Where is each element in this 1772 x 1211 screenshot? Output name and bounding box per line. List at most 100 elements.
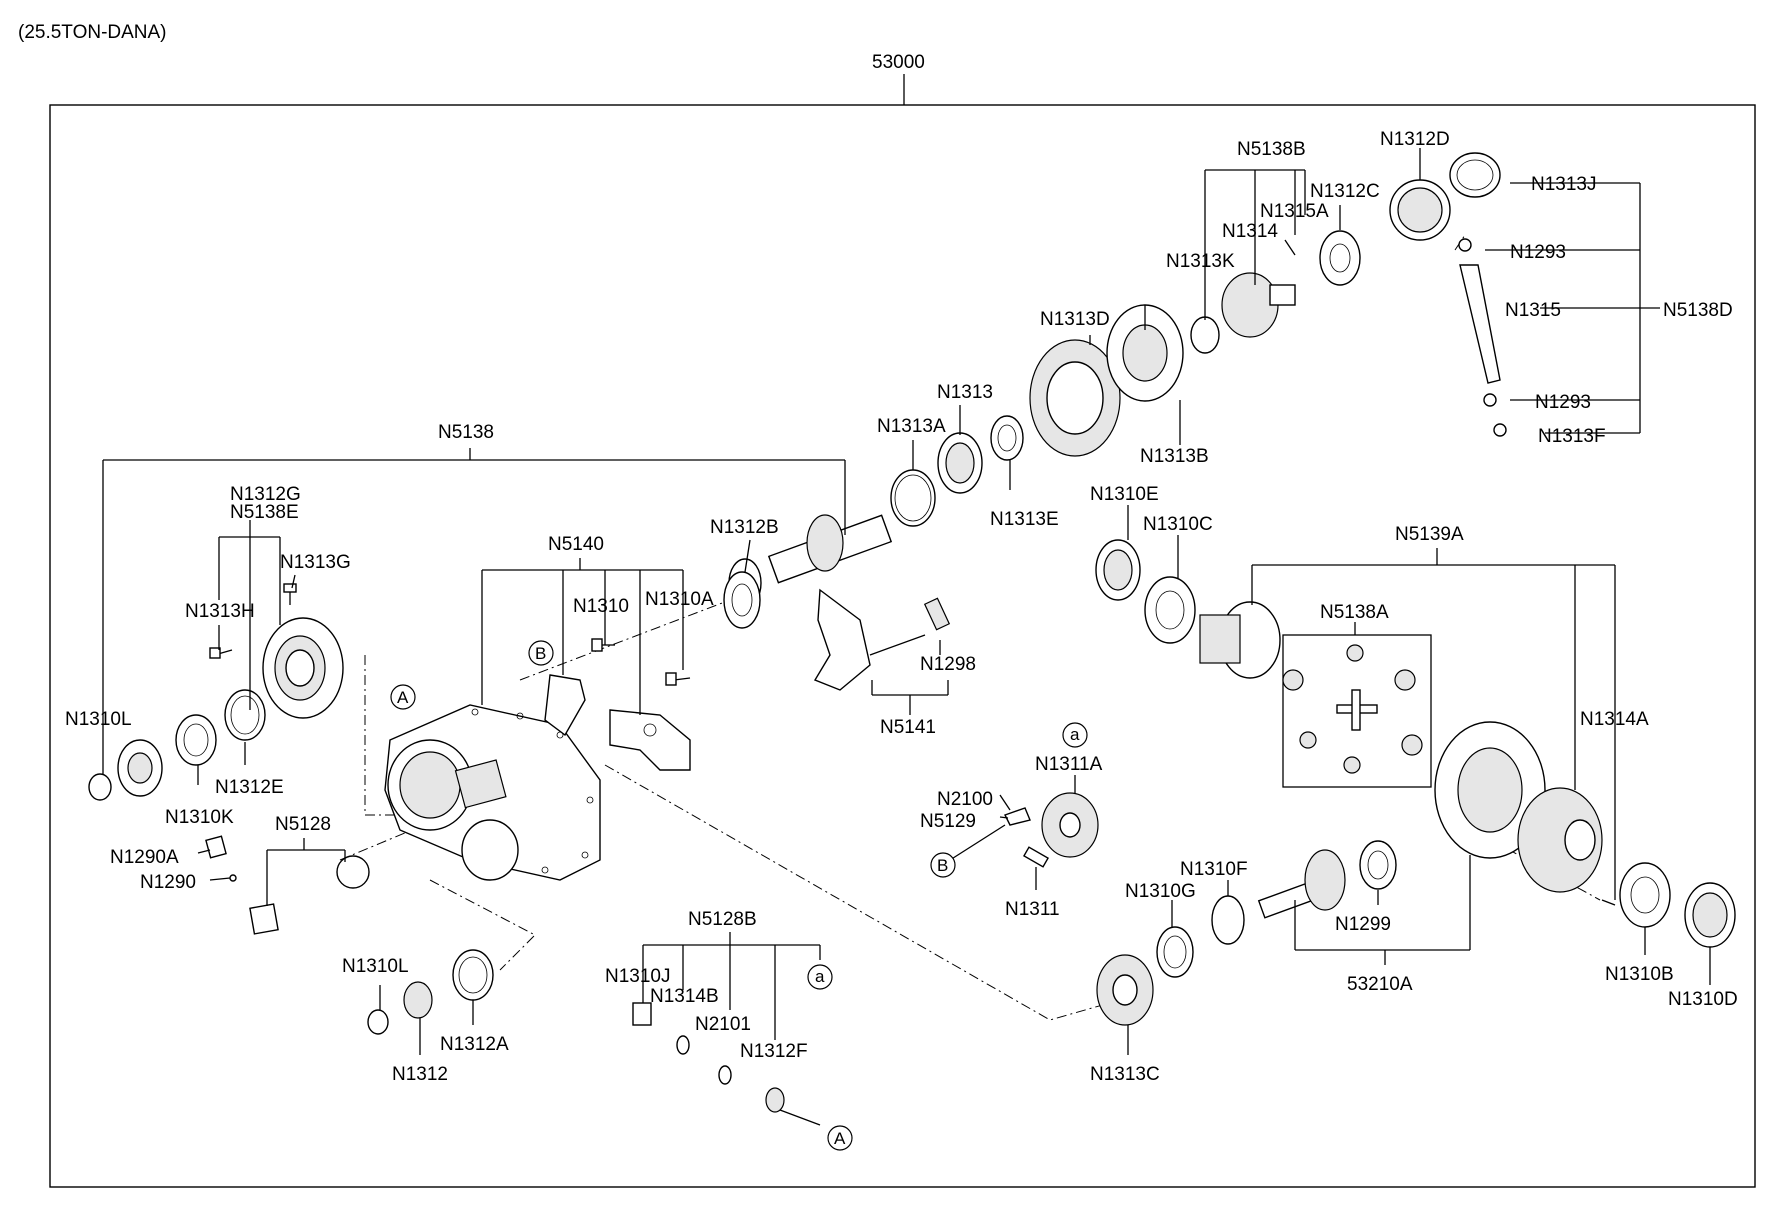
label-N1310C: N1310C	[1143, 514, 1213, 535]
label-N1312B: N1312B	[710, 517, 779, 538]
svg-text:A: A	[397, 688, 409, 707]
label-N1290: N1290	[140, 872, 196, 893]
label-N5138D: N5138D	[1663, 300, 1733, 321]
label-N1313: N1313	[937, 382, 993, 403]
label-N5140: N5140	[548, 534, 604, 555]
label-N1314A: N1314A	[1580, 709, 1649, 730]
label-N2100: N2100	[937, 789, 993, 810]
label-N1315A: N1315A	[1260, 201, 1329, 222]
label-N1314: N1314	[1222, 221, 1278, 242]
axle-housing-part	[384, 704, 601, 881]
label-N1313D: N1313D	[1040, 309, 1110, 330]
label-N1313H: N1313H	[185, 601, 255, 622]
diff-case-part	[1517, 787, 1603, 893]
diff-case-half-part	[1199, 601, 1281, 679]
leader-lines	[102, 148, 1711, 1055]
callout-a-lower-circle-1: a	[1062, 722, 1088, 748]
svg-text:a: a	[1070, 725, 1080, 744]
bearing-n1312c-part	[1319, 230, 1361, 286]
tube-n1315-part	[1459, 264, 1501, 384]
label-N1310B: N1310B	[1605, 964, 1674, 985]
callout-a-circle-2: A	[827, 1125, 853, 1151]
oil-seal-part	[175, 714, 217, 766]
label-N1312F: N1312F	[740, 1041, 808, 1062]
flange-nut-part	[88, 773, 112, 801]
bearing-n1312-part	[403, 981, 433, 1019]
bearing-cup-n1312d-part	[1389, 179, 1451, 241]
label-N1310J: N1310J	[605, 966, 671, 987]
seal-ring-part	[224, 689, 266, 741]
spacer-part	[990, 415, 1024, 461]
label-N5139A: N5139A	[1395, 524, 1464, 545]
cap-n5128-part	[336, 855, 370, 889]
label-N1313F: N1313F	[1538, 426, 1606, 447]
small-fittings-part	[1284, 238, 1507, 437]
assembly-number: 53000	[872, 52, 925, 73]
label-N1315: N1315	[1505, 300, 1561, 321]
label-N1313A: N1313A	[877, 416, 946, 437]
label-N1312E: N1312E	[215, 777, 284, 798]
pinion-n53210a-part	[1257, 849, 1346, 919]
callout-b-circle-1: B	[528, 640, 554, 666]
label-N1313G: N1313G	[280, 552, 351, 573]
shift-collar-part	[544, 674, 586, 737]
shift-fork-part	[813, 588, 951, 691]
label-N1313B: N1313B	[1140, 446, 1209, 467]
svg-text:B: B	[535, 644, 546, 663]
label-N1310L-left: N1310L	[65, 709, 132, 730]
helical-gear-part	[1029, 339, 1121, 457]
svg-text:B: B	[937, 856, 948, 875]
label-N1293-bottom: N1293	[1535, 392, 1591, 413]
label-N2101: N2101	[695, 1014, 751, 1035]
label-N1314B: N1314B	[650, 986, 719, 1007]
label-N5138E: N5138E	[230, 502, 299, 523]
variant-title: (25.5TON-DANA)	[18, 22, 167, 43]
flange-yoke-part	[117, 739, 163, 797]
n5128b-parts	[632, 1002, 821, 1126]
bearing-cup-n1313j-part	[1449, 152, 1501, 198]
bearing-n1310f-part	[1211, 895, 1245, 945]
plug-n1290-part	[229, 874, 237, 882]
diff-gear-set-frame	[1282, 634, 1432, 788]
label-N1310K: N1310K	[165, 807, 234, 828]
bearing-n1310e-part	[1095, 539, 1141, 601]
part-labels: N5138B N1312D N1312C N1313J N1315A N1314…	[65, 129, 1738, 1085]
bearing-n1299-part	[1359, 840, 1397, 890]
label-N1311A: N1311A	[1035, 754, 1103, 775]
label-N1290A: N1290A	[110, 847, 179, 868]
assembly-frame	[49, 104, 1756, 1188]
label-N5138B: N5138B	[1237, 139, 1306, 160]
differential-cover-part	[262, 617, 344, 719]
label-N1311: N1311	[1005, 899, 1060, 920]
label-N1313E: N1313E	[990, 509, 1059, 530]
bolt-parts	[209, 583, 1616, 906]
label-N1298: N1298	[920, 654, 976, 675]
label-N1310L-bottom: N1310L	[342, 956, 409, 977]
nut-n1310l-part	[367, 1009, 389, 1035]
bearing-n1310b-part	[1619, 862, 1671, 928]
label-N1313C: N1313C	[1090, 1064, 1160, 1085]
pinion-gear-part	[723, 571, 761, 629]
o-ring-part	[890, 469, 936, 527]
gear-n1313c-part	[1096, 954, 1154, 1026]
label-N1299: N1299	[1335, 914, 1391, 935]
spring-n1311-part	[1023, 846, 1049, 868]
plug-n1290a-part	[205, 835, 227, 859]
bearing-n1313-part	[937, 432, 983, 494]
label-N1293-top: N1293	[1510, 242, 1566, 263]
callout-a-circle-1: A	[390, 684, 416, 710]
bracket-part	[609, 709, 691, 771]
bearing-n1310g-part	[1156, 926, 1194, 978]
callout-b-circle-2: B	[930, 852, 956, 878]
svg-text:A: A	[834, 1129, 846, 1148]
label-N1312D: N1312D	[1380, 129, 1450, 150]
bevel-gear-part	[1221, 272, 1296, 338]
ring-gear-part	[1434, 721, 1546, 859]
label-N1312C: N1312C	[1310, 181, 1380, 202]
label-N5138: N5138	[438, 422, 494, 443]
label-N1312A: N1312A	[440, 1034, 509, 1055]
vent-n5128-part	[249, 903, 279, 935]
label-N1313J: N1313J	[1531, 174, 1597, 195]
assembly-axis-lines	[339, 234, 1601, 1021]
